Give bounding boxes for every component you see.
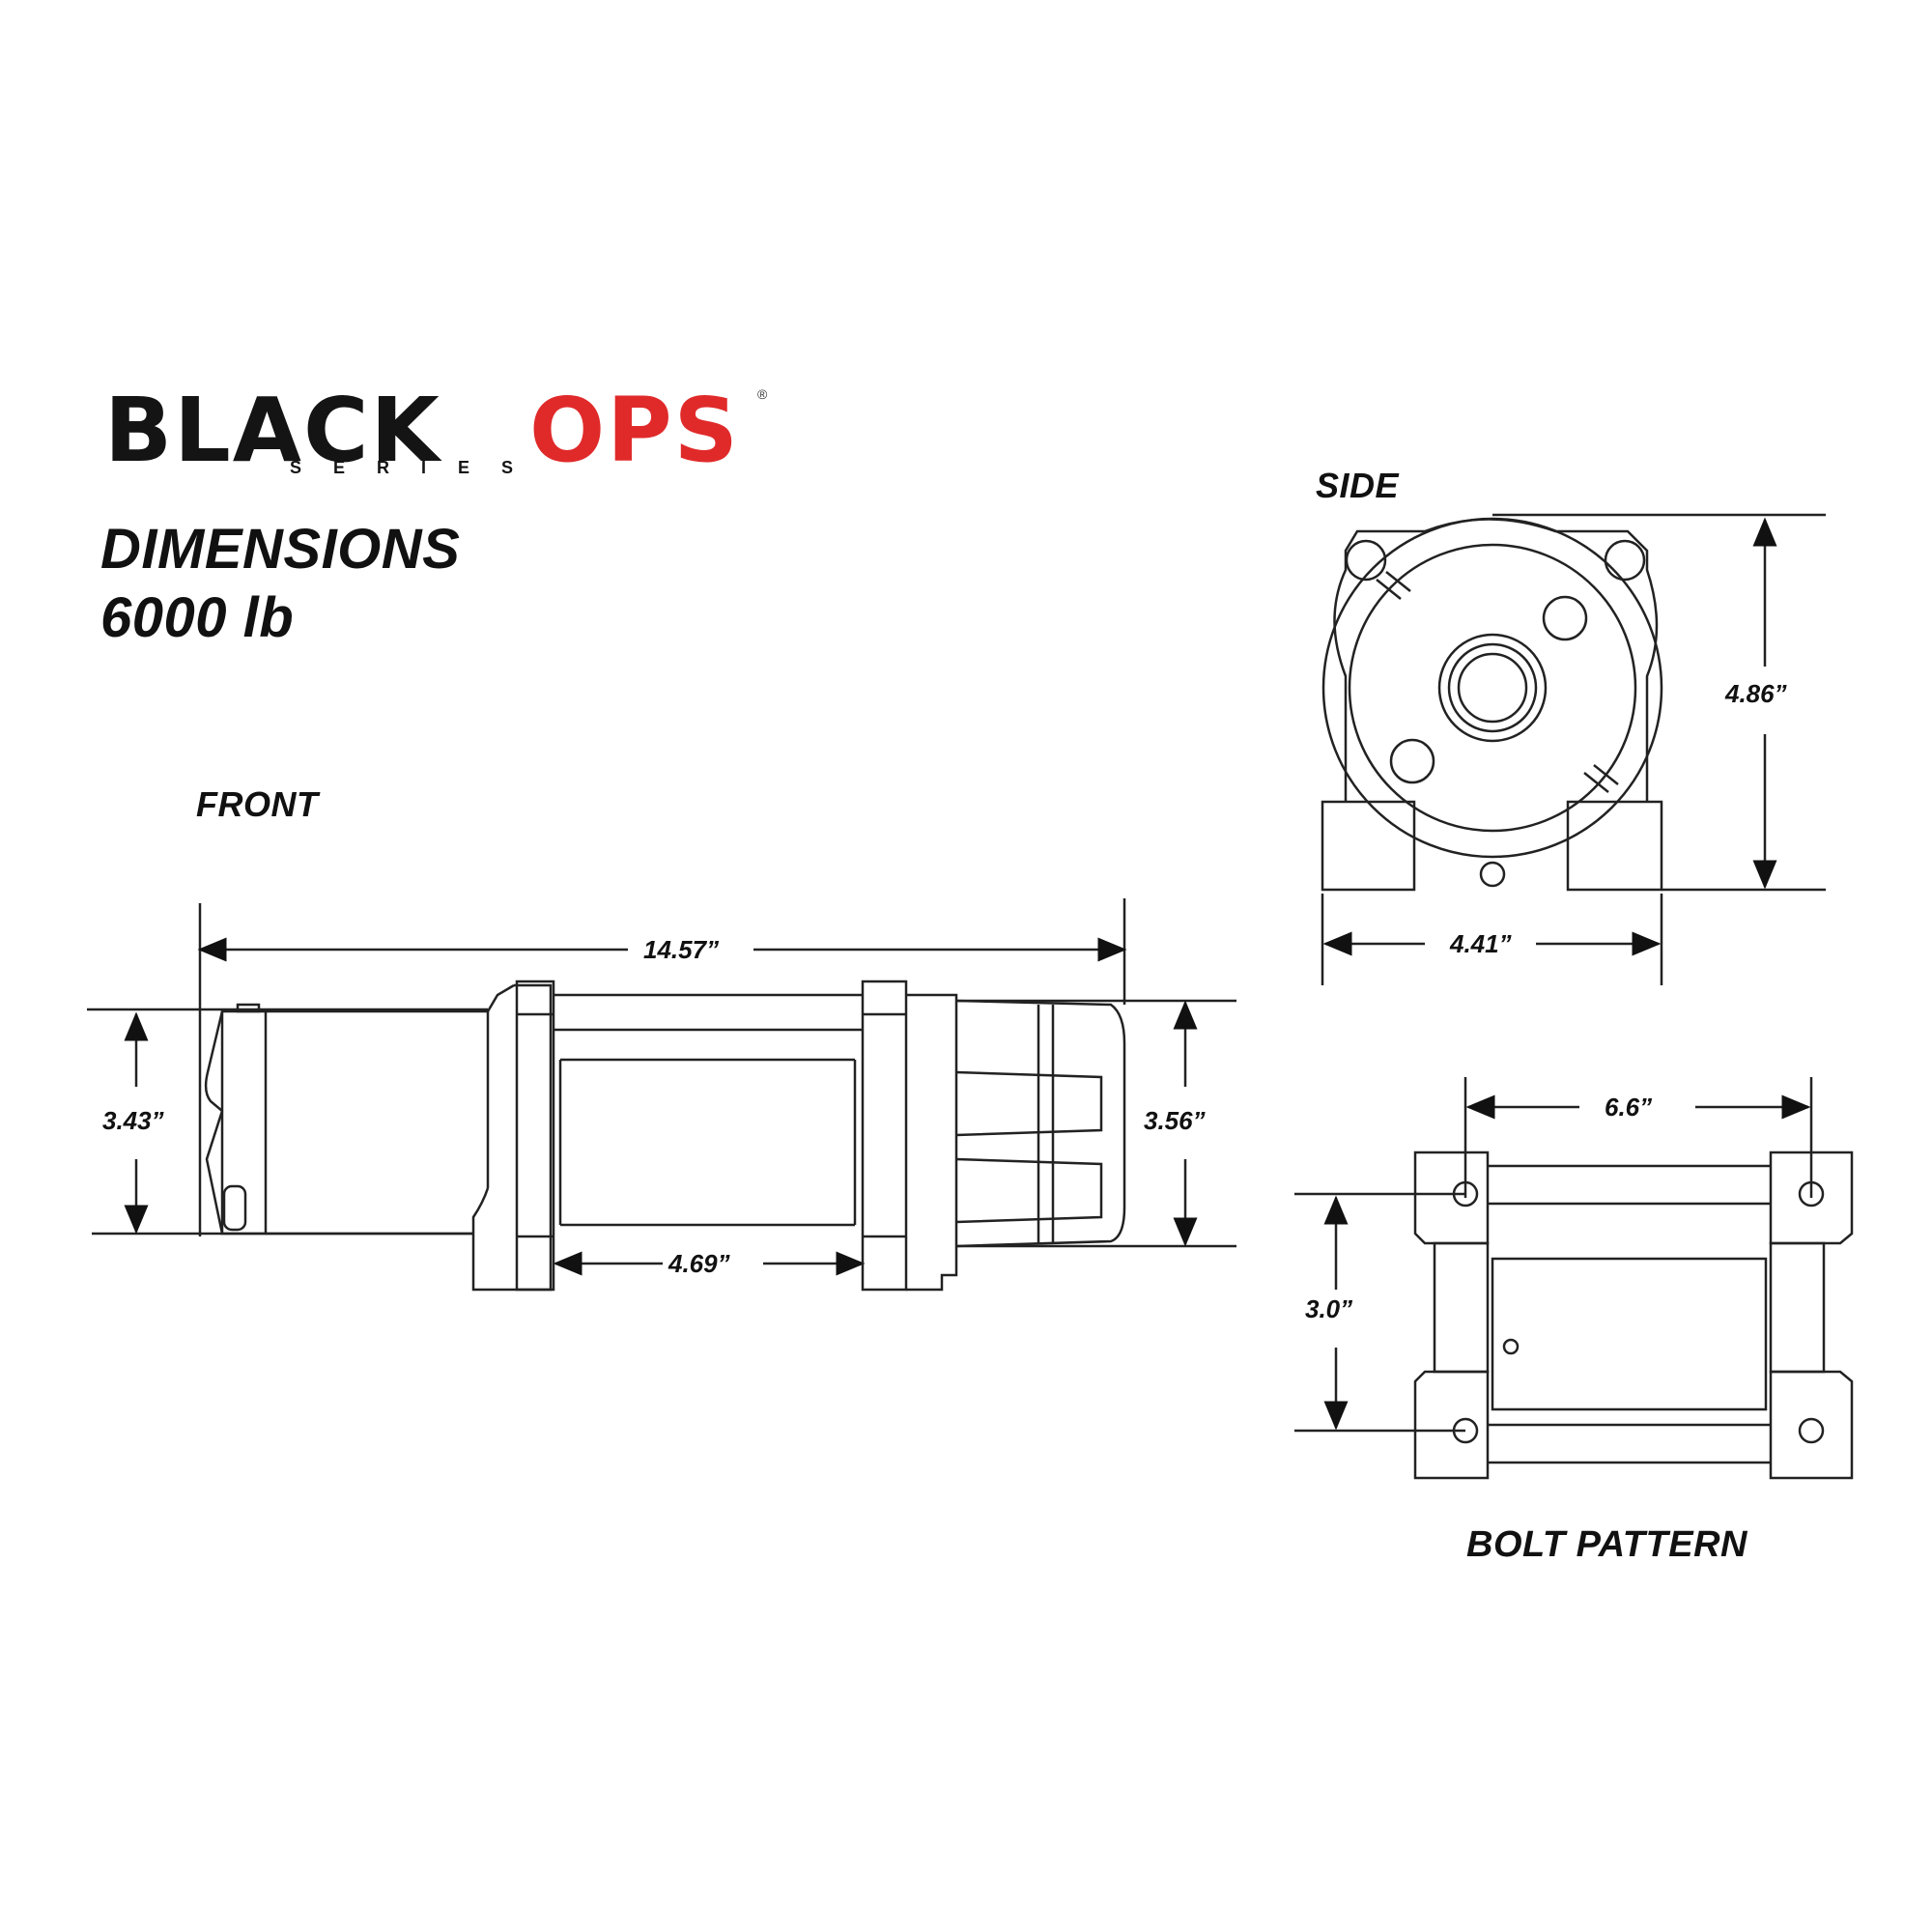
foot-spacing-dimension: 4.69” (663, 1249, 736, 1279)
logo-black-text: BLACK (104, 379, 441, 482)
bolt-vertical-dimension: 3.0” (1299, 1294, 1359, 1324)
overall-length-dimension: 14.57” (638, 935, 725, 965)
side-view-drawing (1321, 513, 1826, 985)
page-title: DIMENSIONS (100, 518, 461, 581)
logo-ops-text: OPS (529, 379, 740, 482)
side-height-dimension: 4.86” (1719, 679, 1793, 709)
registered-mark: ® (757, 386, 768, 402)
logo-series-text: SERIES (290, 458, 546, 477)
right-height-dimension: 3.56” (1138, 1106, 1211, 1136)
front-view-label: FRONT (196, 784, 319, 824)
side-view-label: SIDE (1316, 466, 1400, 505)
capacity-title: 6000 lb (100, 586, 295, 649)
bolt-pattern-label: BOLT PATTERN (1466, 1524, 1747, 1565)
side-width-dimension: 4.41” (1444, 929, 1518, 959)
left-height-dimension: 3.43” (97, 1106, 170, 1136)
bolt-horizontal-dimension: 6.6” (1599, 1093, 1659, 1122)
bolt-pattern-drawing (1294, 1077, 1854, 1480)
front-view-drawing (87, 898, 1236, 1292)
